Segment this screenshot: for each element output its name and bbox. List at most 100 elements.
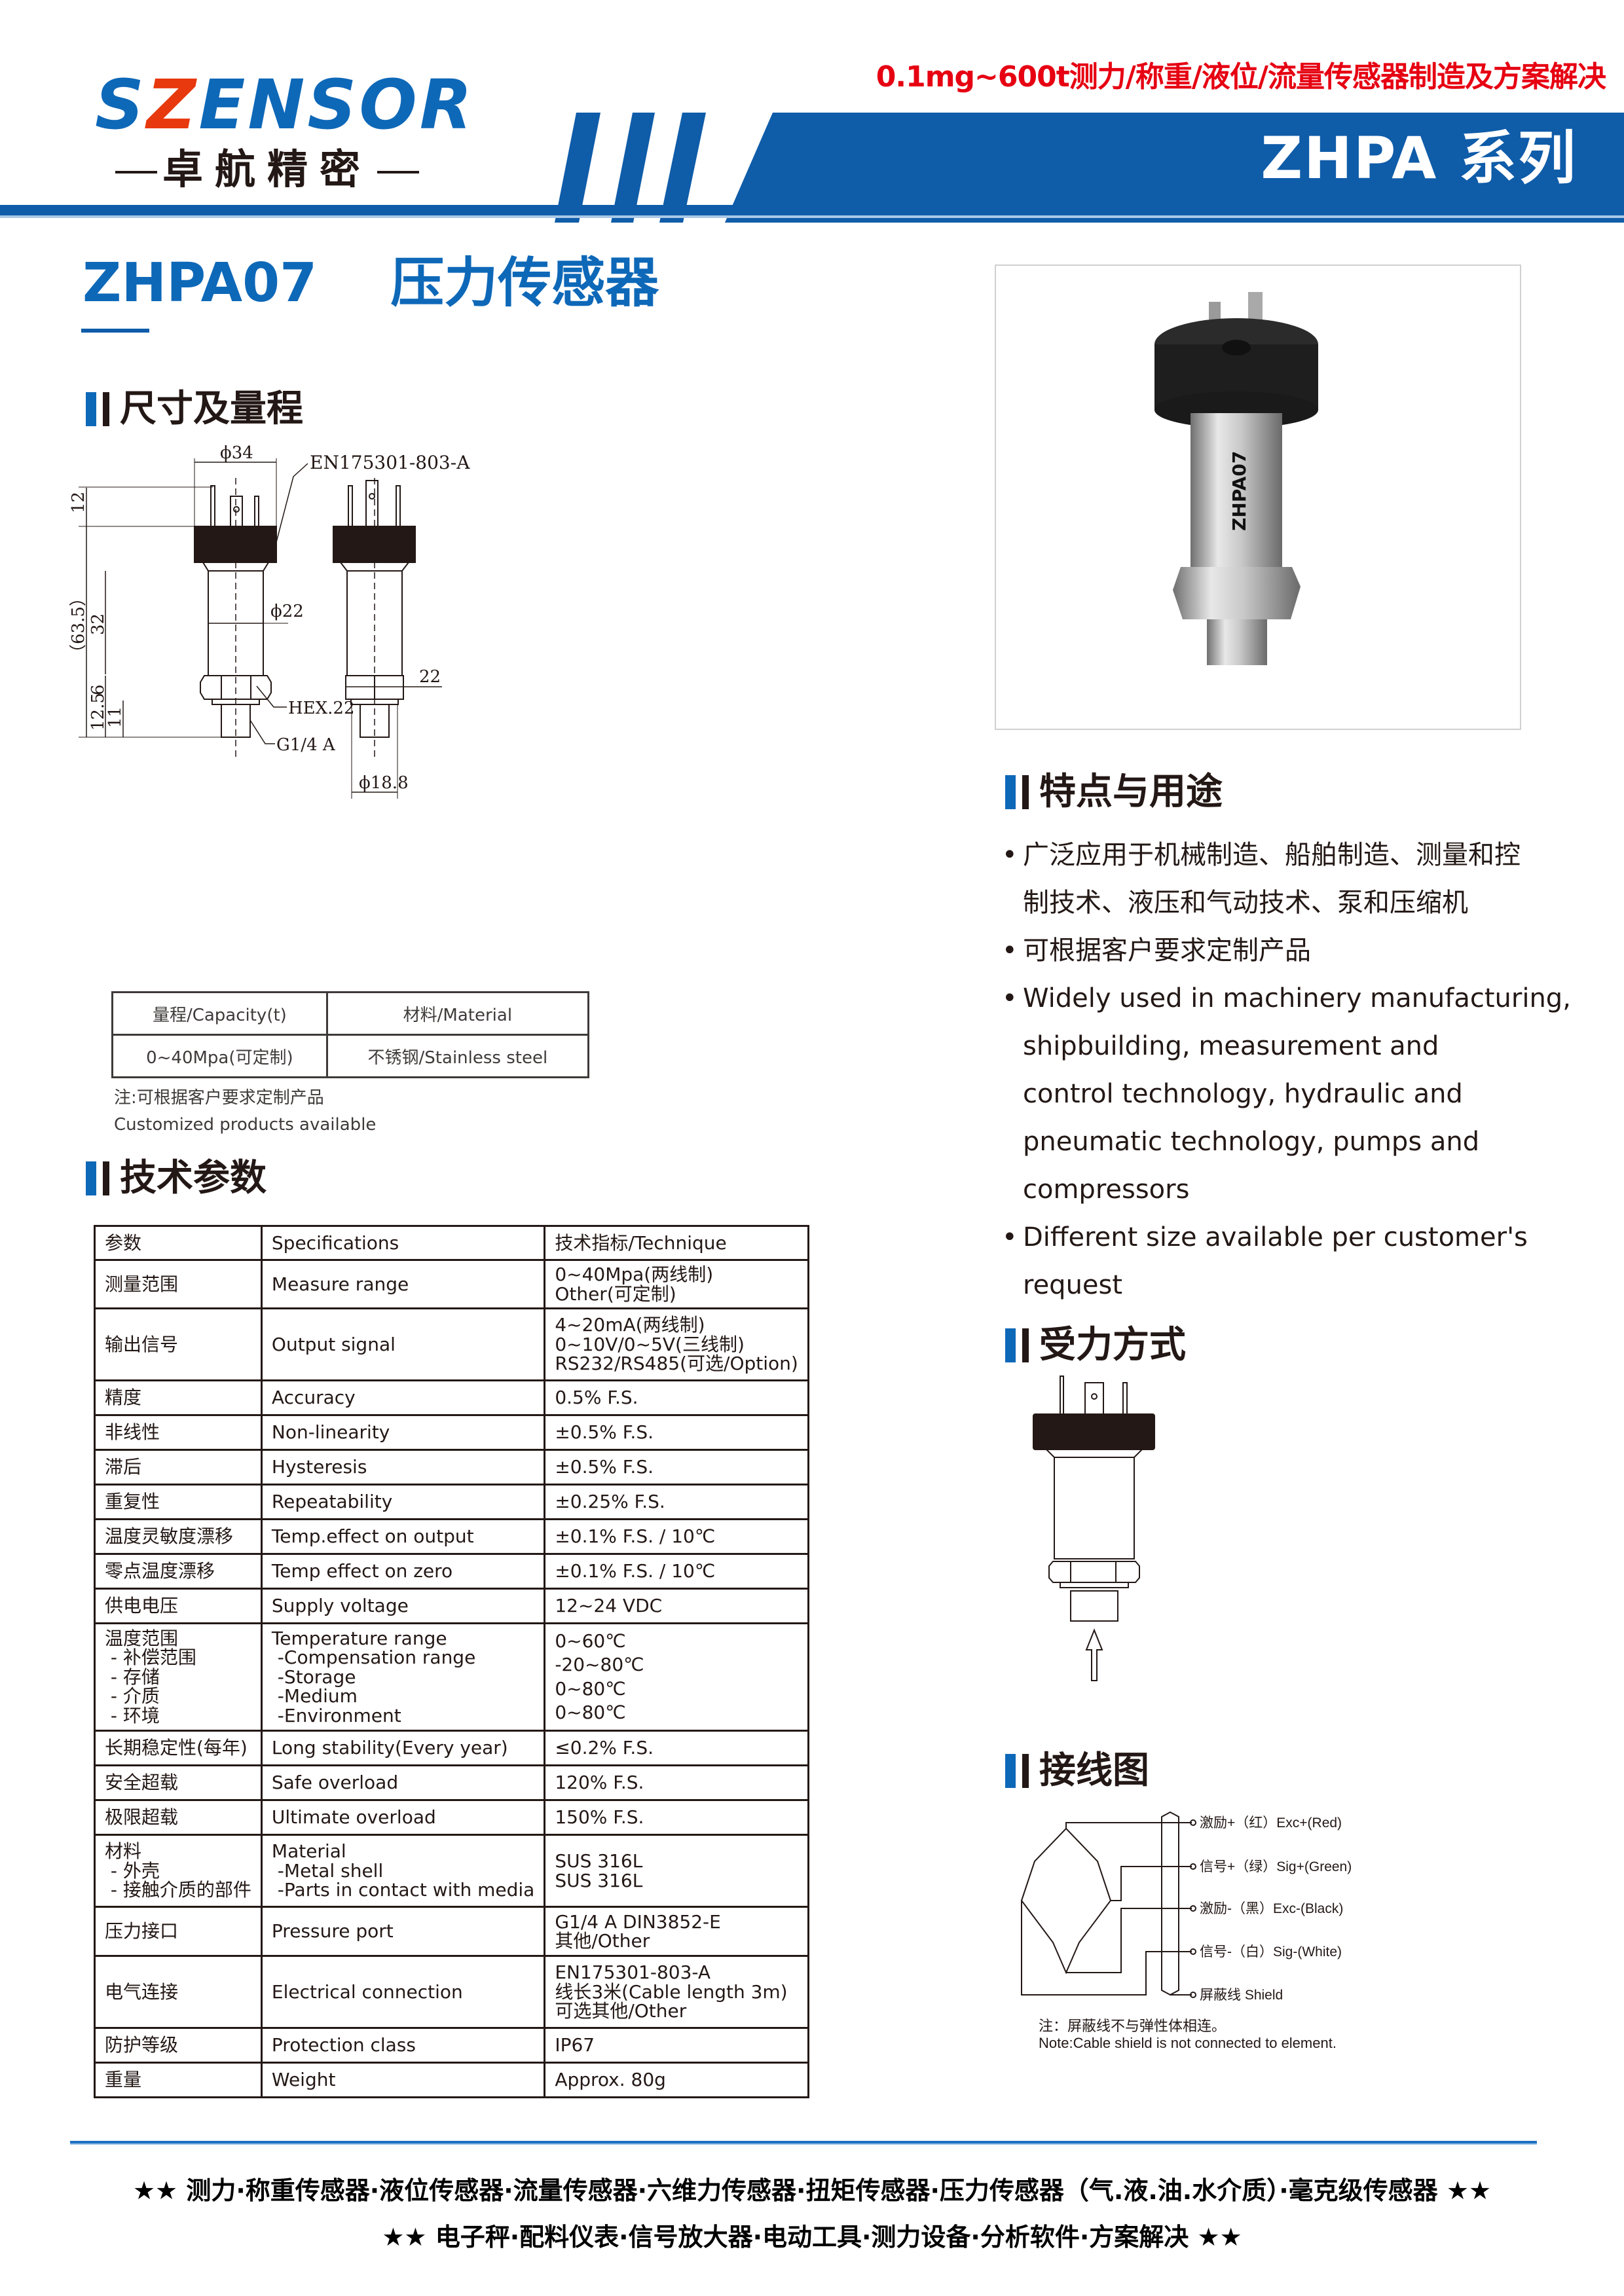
section-marker-black [103, 392, 109, 426]
cell-cn: 长期稳定性(每年) [94, 1730, 263, 1766]
wire-label-sig-minus: 信号-（白）Sig-(White) [1200, 1944, 1342, 1959]
brand-cn-name: 卓航精密 [110, 149, 424, 190]
cell-cn: 极限超载 [94, 1799, 263, 1836]
section-marker-blue [1005, 775, 1016, 809]
cell-value: ±0.5% F.S. [544, 1449, 809, 1485]
cell-value: 12~24 VDC [544, 1588, 809, 1624]
list-item-continuation: control technology, hydraulic and [1023, 1079, 1463, 1109]
brand-logo: SZENSOR [95, 71, 475, 139]
cell-value: 0~40Mpa(两线制) Other(可定制) [544, 1259, 809, 1309]
product-photo: ZHPA07 [995, 264, 1521, 730]
section-title: 技术参数 [120, 1157, 267, 1199]
product-model: ZHPA07 [83, 252, 318, 314]
section-marker-black [103, 1161, 109, 1195]
label-connector: EN175301-803-A [310, 452, 470, 473]
cell-cn: 测量范围 [94, 1259, 263, 1309]
list-item: •可根据客户要求定制产品 [1002, 936, 1311, 966]
cell-cn: 非线性 [94, 1414, 263, 1451]
dim-32: 32 [88, 613, 108, 635]
cell-cn: 零点温度漂移 [94, 1553, 263, 1590]
list-item-continuation: 制技术、液压和气动技术、泵和压缩机 [1023, 888, 1468, 918]
section-title: 特点与用途 [1039, 771, 1223, 813]
cell-material: 不锈钢/Stainless steel [325, 1034, 590, 1078]
cell-en: Accuracy [260, 1379, 546, 1416]
product-name: 压力传感器 [390, 252, 659, 314]
section-title: 受力方式 [1039, 1324, 1186, 1366]
cell-en: Hysteresis [260, 1449, 546, 1485]
cell-value: ±0.1% F.S. / 10℃ [544, 1518, 809, 1555]
features-list: •广泛应用于机械制造、船舶制造、测量和控 制技术、液压和气动技术、泵和压缩机 •… [1002, 831, 1571, 1309]
wire-label-exc-plus: 激励+（红）Exc+(Red) [1200, 1815, 1342, 1831]
cell-value: 0.5% F.S. [544, 1379, 809, 1416]
table-header-row: 量程/Capacity(t) 材料/Material [111, 991, 590, 1036]
cell-value: G1/4 A DIN3852-E 其他/Other [544, 1906, 809, 1957]
cell-en: Supply voltage [260, 1588, 546, 1624]
list-item-continuation: compressors [1023, 1175, 1190, 1205]
section-header-dimensions: 尺寸及量程 [86, 390, 303, 429]
section-header-force-mode: 受力方式 [1005, 1326, 1186, 1365]
list-item-continuation: shipbuilding, measurement and [1023, 1031, 1439, 1061]
cell-capacity: 0~40Mpa(可定制) [111, 1034, 328, 1078]
wire-label-shield: 屏蔽线 Shield [1200, 1988, 1283, 2003]
wiring-diagram [1020, 1811, 1196, 1998]
cell-en: Pressure port [260, 1906, 546, 1957]
capacity-note-cn: 注:可根据客户要求定制产品 [114, 1088, 324, 1108]
cell-en: Long stability(Every year) [260, 1730, 546, 1766]
list-item: •广泛应用于机械制造、船舶制造、测量和控 [1002, 840, 1521, 870]
dim-11: 11 [105, 706, 125, 728]
cell-cn: 温度范围 - 补偿范围 - 存储 - 介质 - 环境 [94, 1622, 263, 1732]
capacity-note-en: Customized products available [114, 1115, 377, 1135]
cell-cn: 精度 [94, 1379, 263, 1416]
wire-label-exc-minus: 激励-（黑）Exc-(Black) [1200, 1901, 1344, 1916]
logo-letters-ensor: ENSOR [198, 65, 475, 145]
header-spec: Specifications [260, 1225, 546, 1261]
section-marker-blue [86, 1161, 96, 1195]
list-item-continuation: pneumatic technology, pumps and [1023, 1127, 1480, 1157]
cell-en: Measure range [260, 1259, 546, 1309]
footer-divider-highlight [70, 2143, 1537, 2145]
dim-phi22: ϕ22 [270, 602, 304, 621]
table-row: 长期稳定性(每年)Long stability(Every year)≤0.2%… [94, 1730, 809, 1766]
dim-12-5: 12.5 [88, 693, 108, 731]
cell-value: ±0.5% F.S. [544, 1414, 809, 1451]
dim-phi34: ϕ34 [220, 445, 253, 463]
capacity-table: 量程/Capacity(t) 材料/Material 0~40Mpa(可定制) … [111, 991, 590, 1078]
side-view [333, 478, 442, 799]
cell-value: ±0.25% F.S. [544, 1484, 809, 1520]
dim-63-5: （63.5） [69, 589, 88, 661]
logo-dash-right [377, 170, 420, 173]
dimension-drawing: ϕ34 EN175301-803-A ϕ22 HEX.22 G1/4 A 22 … [69, 445, 470, 799]
cell-en: Protection class [260, 2027, 546, 2064]
list-item-continuation: request [1023, 1270, 1123, 1300]
section-marker-blue [1005, 1754, 1016, 1788]
force-arrow-icon [1085, 1628, 1103, 1681]
front-view [79, 458, 308, 761]
table-row: 0~40Mpa(可定制) 不锈钢/Stainless steel [111, 1034, 590, 1078]
header-capacity: 量程/Capacity(t) [111, 991, 328, 1036]
cell-en: Repeatability [260, 1484, 546, 1520]
footer-services-line: ★★ 电子秤·配料仪表·信号放大器·电动工具·测力设备·分析软件·方案解决 ★★ [382, 2223, 1242, 2251]
photo-model-label: ZHPA07 [1228, 451, 1250, 531]
cell-value: ≤0.2% F.S. [544, 1730, 809, 1766]
cell-en: Temp effect on zero [260, 1553, 546, 1590]
cell-value: 4~20mA(两线制) 0~10V/0~5V(三线制) RS232/RS485(… [544, 1307, 809, 1381]
section-marker-black [1022, 1328, 1029, 1362]
header-stripes-graphic [555, 113, 1624, 223]
logo-cn-text: 卓航精密 [162, 145, 373, 193]
dim-side-22: 22 [419, 667, 441, 687]
cell-cn: 电气连接 [94, 1955, 263, 2029]
dim-phi18-8: ϕ18.8 [359, 773, 409, 793]
header-band-line [0, 215, 1624, 218]
section-marker-black [1022, 775, 1029, 809]
list-item: •Widely used in machinery manufacturing, [1002, 983, 1571, 1013]
header-technique: 技术指标/Technique [544, 1225, 809, 1261]
cell-en: Output signal [260, 1307, 546, 1381]
